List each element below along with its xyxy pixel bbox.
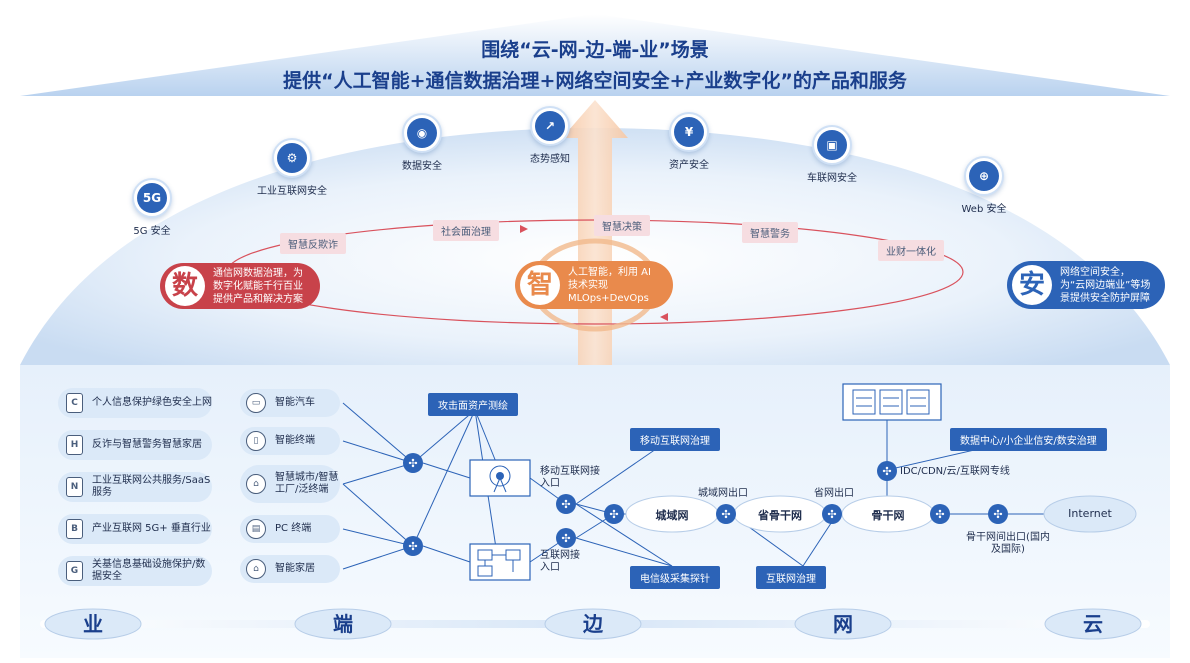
security-domain-vehicle: ▣ 车联网安全 bbox=[807, 125, 887, 184]
mobile-access-label: 移动互联网接入口 bbox=[540, 466, 600, 489]
business-item: H 反诈与智慧警务智慧家居 bbox=[58, 430, 212, 460]
tag-anti-fraud: 智慧反欺诈 bbox=[280, 233, 346, 254]
header-line-2: 提供“人工智能+通信数据治理+网络空间安全+产业数字化”的产品和服务 bbox=[283, 70, 907, 92]
antenna-box bbox=[469, 459, 531, 497]
network-device-box bbox=[469, 543, 531, 581]
tag-smart-policing: 智慧警务 bbox=[742, 222, 798, 243]
device-item: ▤PC 终端 bbox=[240, 515, 340, 543]
car-icon: ▣ bbox=[812, 125, 852, 165]
attack-surface-box: 攻击面资产测绘 bbox=[428, 393, 518, 416]
layer-label-business: 业 bbox=[83, 612, 103, 636]
router-icon: ✣ bbox=[877, 461, 897, 481]
router-icon: ✣ bbox=[556, 528, 576, 548]
robot-arm-icon: ⚙ bbox=[272, 138, 312, 178]
router-icon: ✣ bbox=[930, 504, 950, 524]
tag-social-governance: 社会面治理 bbox=[433, 220, 499, 241]
router-icon: ✣ bbox=[604, 504, 624, 524]
security-domain-industrial: ⚙ 工业互联网安全 bbox=[257, 138, 347, 197]
layer-label-terminal: 端 bbox=[333, 612, 353, 636]
security-domain-5g: 5G 5G 安全 bbox=[132, 178, 207, 237]
security-domain-asset: ¥ 资产安全 bbox=[669, 112, 744, 171]
layer-label-edge: 边 bbox=[583, 612, 603, 636]
data-molecule-icon: ◉ bbox=[402, 113, 442, 153]
layer-label-cloud: 云 bbox=[1083, 612, 1103, 636]
router-icon: ✣ bbox=[716, 504, 736, 524]
business-item: N 工业互联网公共服务/SaaS 服务 bbox=[58, 472, 212, 502]
pillar-zhi-text: 人工智能，利用 AI 技术实现 MLOps+DevOps bbox=[568, 266, 651, 304]
pc-icon: ▤ bbox=[246, 519, 266, 539]
globe-shield-icon: ⊕ bbox=[964, 156, 1004, 196]
router-icon: ✣ bbox=[822, 504, 842, 524]
pillar-data-governance: 数 通信网数据治理，为数字化赋能千行百业提供产品和解决方案 bbox=[160, 263, 320, 309]
home-shield-icon: H bbox=[66, 435, 83, 455]
pillar-cybersecurity: 安 网络空间安全，为“云网边端业”等场景提供安全防护屏障 bbox=[1007, 261, 1165, 309]
shield-g-icon: G bbox=[66, 561, 83, 581]
layer-ovals bbox=[44, 608, 1142, 640]
internet-label: Internet bbox=[1068, 507, 1112, 520]
factory-icon: N bbox=[66, 477, 83, 497]
device-item: ▯智能终端 bbox=[240, 427, 340, 455]
idc-label: IDC/CDN/云/互联网专线 bbox=[900, 466, 1010, 477]
tag-smart-decision: 智慧决策 bbox=[594, 215, 650, 236]
phone-icon: ▯ bbox=[246, 431, 266, 451]
business-item: G 关基信息基础设施保护/数据安全 bbox=[58, 556, 212, 586]
backbone-network-label: 骨干网 bbox=[871, 509, 905, 522]
security-domain-situation: ↗ 态势感知 bbox=[530, 106, 605, 165]
metro-exit-label: 城域网出口 bbox=[698, 488, 748, 499]
pillar-shu-char: 数 bbox=[165, 266, 205, 306]
device-item: ⌂智慧城市/智慧工厂/泛终端 bbox=[240, 465, 340, 503]
router-icon: ✣ bbox=[988, 504, 1008, 524]
clouds bbox=[625, 495, 1137, 533]
pillar-an-text: 网络空间安全，为“云网边端业”等场景提供安全防护屏障 bbox=[1060, 266, 1151, 304]
security-domain-web: ⊕ Web 安全 bbox=[962, 156, 1039, 215]
header-line-1: 围绕“云-网-边-端-业”场景 bbox=[481, 39, 709, 61]
security-domain-data: ◉ 数据安全 bbox=[402, 113, 477, 172]
trend-chart-icon: ↗ bbox=[530, 106, 570, 146]
shield-c-icon: C bbox=[66, 393, 83, 413]
internet-access-label: 互联网接入口 bbox=[540, 550, 580, 573]
provincial-exit-label: 省网出口 bbox=[814, 488, 854, 499]
device-item: ⌂智能家居 bbox=[240, 555, 340, 583]
car-icon: ▭ bbox=[246, 393, 266, 413]
cycle-arrowhead bbox=[520, 225, 528, 233]
pillar-an-char: 安 bbox=[1012, 265, 1052, 305]
router-icon: ✣ bbox=[403, 536, 423, 556]
provincial-network-label: 省骨干网 bbox=[758, 509, 802, 522]
cloud-city-icon: ⌂ bbox=[246, 474, 266, 494]
server-rack bbox=[842, 383, 942, 421]
backbone-exit-label: 骨干网间出口(国内及国际) bbox=[966, 532, 1050, 555]
metro-network-label: 城域网 bbox=[655, 509, 689, 522]
5g-icon: 5G bbox=[132, 178, 172, 218]
cycle-arrowhead bbox=[660, 313, 668, 321]
router-icon: ✣ bbox=[556, 494, 576, 514]
pillar-zhi-char: 智 bbox=[520, 265, 560, 305]
dc-governance-box: 数据中心/小企业信安/数安治理 bbox=[950, 428, 1107, 451]
router-icon: ✣ bbox=[403, 453, 423, 473]
mobile-governance-box: 移动互联网治理 bbox=[630, 428, 720, 451]
pillar-shu-text: 通信网数据治理，为数字化赋能千行百业提供产品和解决方案 bbox=[213, 267, 303, 305]
shield-yen-icon: ¥ bbox=[669, 112, 709, 152]
probe-box: 电信级采集探针 bbox=[630, 566, 720, 589]
pillar-ai: 智 人工智能，利用 AI 技术实现 MLOps+DevOps bbox=[515, 261, 673, 309]
business-item: B 产业互联网 5G+ 垂直行业 bbox=[58, 514, 212, 544]
smart-home-icon: ⌂ bbox=[246, 559, 266, 579]
device-item: ▭智能汽车 bbox=[240, 389, 340, 417]
roof-shape bbox=[20, 14, 1170, 96]
business-item: C 个人信息保护绿色安全上网 bbox=[58, 388, 212, 418]
layer-label-network: 网 bbox=[833, 612, 853, 636]
internet-governance-box: 互联网治理 bbox=[756, 566, 826, 589]
tag-business-finance: 业财一体化 bbox=[878, 240, 944, 261]
building-icon: B bbox=[66, 519, 83, 539]
